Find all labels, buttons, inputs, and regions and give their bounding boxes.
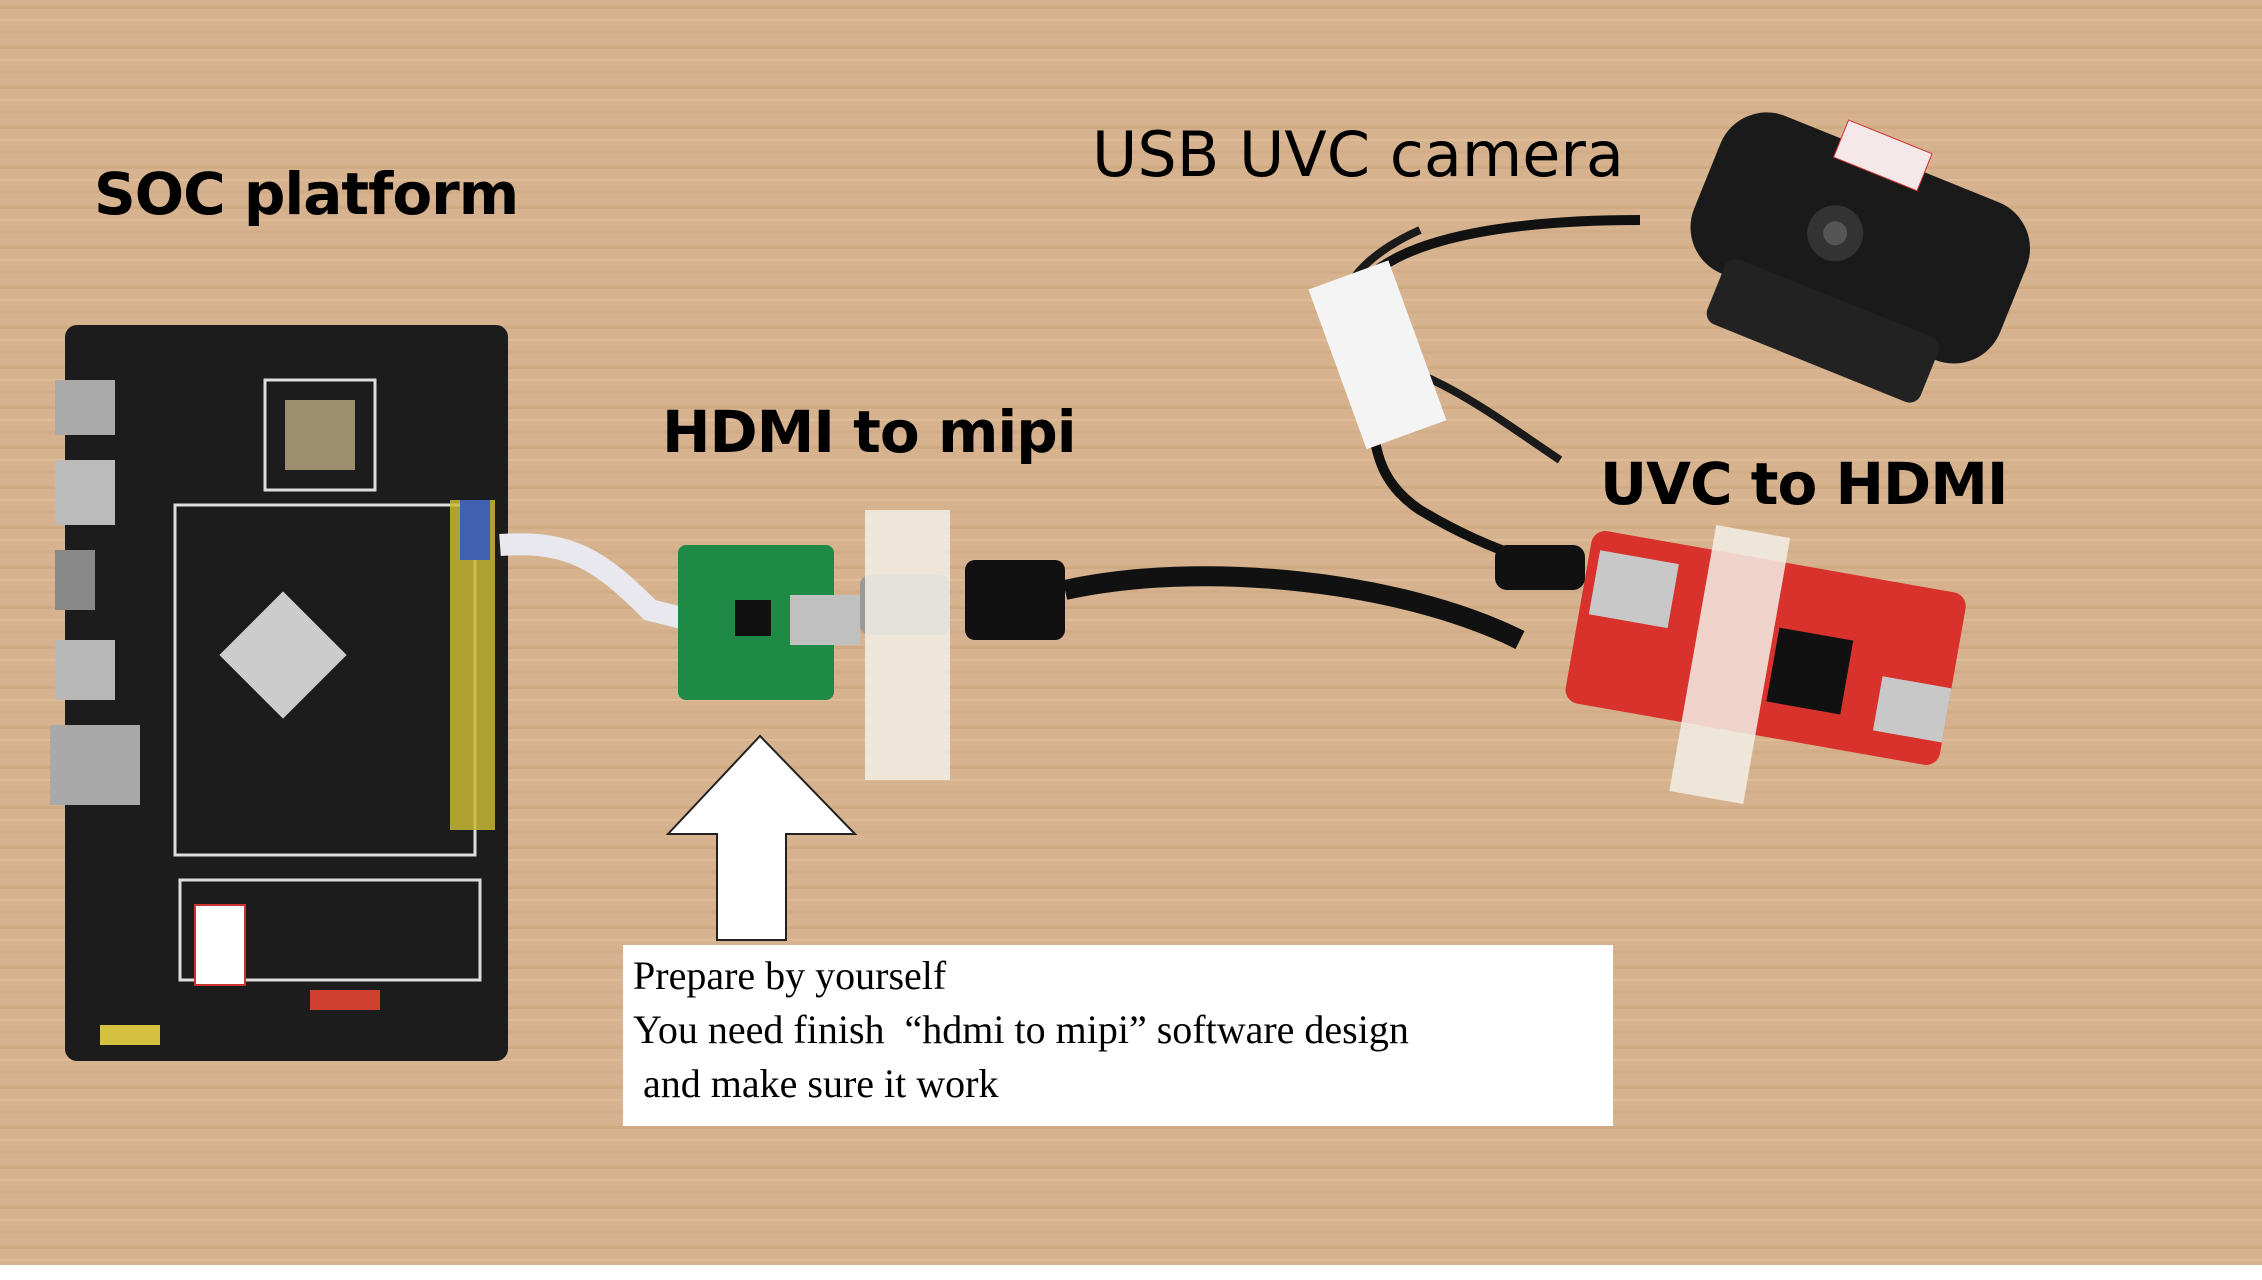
usb-webcam [1690,112,2030,403]
hdmi-to-mipi-label: HDMI to mipi [662,398,1077,466]
soc-board [50,325,508,1061]
instruction-note: Prepare by yourself You need finish “hdm… [623,945,1613,1126]
hdmi-cable [1062,566,1525,649]
note-line-3: and make sure it work [633,1061,999,1106]
ribbon-cable [499,533,693,631]
note-line-2: You need finish “hdmi to mipi” software … [633,1007,1409,1052]
uvc-to-hdmi-board [1565,525,1966,804]
uvc-to-hdmi-label: UVC to HDMI [1600,450,2008,518]
usb-camera-label: USB UVC camera [1092,118,1624,191]
hdmi-to-mipi-board [678,510,1065,780]
arrow-up-icon [665,734,858,941]
note-line-1: Prepare by yourself [633,953,947,998]
soc-platform-label: SOC platform [94,160,519,228]
